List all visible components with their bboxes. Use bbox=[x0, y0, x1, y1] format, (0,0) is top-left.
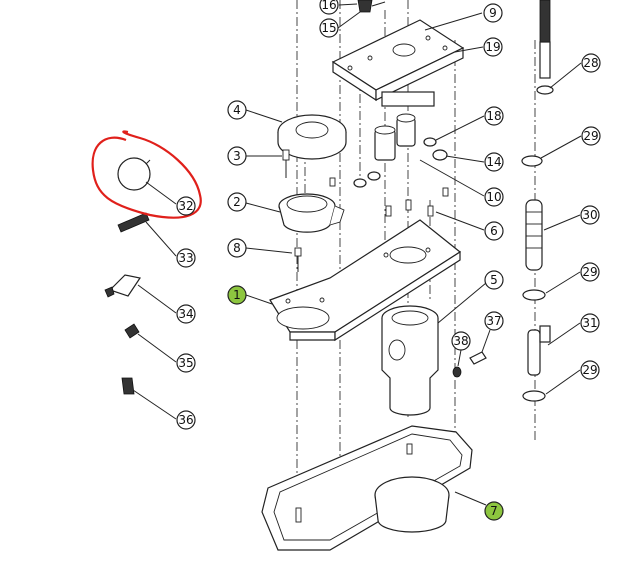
callout-35: 35 bbox=[176, 353, 196, 373]
spare-components bbox=[104, 157, 151, 395]
callout-label: 29 bbox=[582, 363, 597, 377]
callout-label: 19 bbox=[485, 40, 500, 54]
rod-and-hose bbox=[521, 0, 554, 402]
callout-label: 3 bbox=[233, 149, 241, 163]
callout-2: 2 bbox=[227, 192, 247, 212]
callout-label: 37 bbox=[486, 314, 501, 328]
callout-5: 5 bbox=[484, 270, 504, 290]
callout-36: 36 bbox=[176, 410, 196, 430]
callout-31: 31 bbox=[580, 313, 600, 333]
red-highlight-marker bbox=[91, 130, 202, 219]
cylinder-housing bbox=[381, 305, 439, 416]
callout-label: 32 bbox=[178, 199, 193, 213]
callout-28: 28 bbox=[581, 53, 601, 73]
base-mounting-plate bbox=[269, 219, 462, 342]
top-fitting bbox=[357, 0, 386, 13]
top-bracket-plate bbox=[331, 19, 465, 107]
callout-label: 14 bbox=[486, 155, 501, 169]
ring-gasket bbox=[277, 114, 347, 160]
callout-37: 37 bbox=[484, 311, 504, 331]
callout-30: 30 bbox=[580, 205, 600, 225]
callout-label: 29 bbox=[582, 265, 597, 279]
callout-label: 35 bbox=[178, 356, 193, 370]
leader-lines bbox=[132, 3, 582, 506]
bowl-housing bbox=[278, 193, 345, 233]
callout-7: 7 bbox=[484, 501, 504, 521]
callout-8: 8 bbox=[227, 238, 247, 258]
callout-33: 33 bbox=[176, 248, 196, 268]
long-screw bbox=[294, 247, 302, 272]
fasteners bbox=[329, 171, 449, 217]
callout-label: 4 bbox=[233, 103, 241, 117]
callout-14: 14 bbox=[484, 152, 504, 172]
callout-label: 34 bbox=[178, 307, 193, 321]
motor-assembly bbox=[374, 113, 448, 161]
callout-label: 2 bbox=[233, 195, 241, 209]
callout-label: 38 bbox=[453, 334, 468, 348]
small-bolts bbox=[452, 351, 487, 378]
callout-10: 10 bbox=[484, 187, 504, 207]
callout-4: 4 bbox=[227, 100, 247, 120]
callout-label: 8 bbox=[233, 241, 241, 255]
screw bbox=[282, 149, 290, 178]
callout-29-top: 29 bbox=[581, 126, 601, 146]
callout-3: 3 bbox=[227, 146, 247, 166]
callout-label: 31 bbox=[582, 316, 597, 330]
callout-38: 38 bbox=[451, 331, 471, 351]
callout-16: 16 bbox=[319, 0, 339, 15]
callout-29-middle: 29 bbox=[580, 262, 600, 282]
callout-9: 9 bbox=[483, 3, 503, 23]
callout-15: 15 bbox=[319, 18, 339, 38]
callout-label: 29 bbox=[583, 129, 598, 143]
callout-label: 9 bbox=[489, 6, 497, 20]
callout-29-bottom: 29 bbox=[580, 360, 600, 380]
callout-label: 6 bbox=[490, 224, 498, 238]
callout-label: 36 bbox=[178, 413, 193, 427]
base-tray bbox=[261, 425, 473, 551]
callout-label: 15 bbox=[321, 21, 336, 35]
callout-label: 7 bbox=[490, 504, 498, 518]
callout-32: 32 bbox=[176, 196, 196, 216]
callout-label: 18 bbox=[486, 109, 501, 123]
callout-18: 18 bbox=[484, 106, 504, 126]
callout-label: 16 bbox=[321, 0, 336, 12]
callout-label: 30 bbox=[582, 208, 597, 222]
callout-label: 33 bbox=[178, 251, 193, 265]
callout-label: 28 bbox=[583, 56, 598, 70]
callout-1: 1 bbox=[227, 285, 247, 305]
callout-6: 6 bbox=[484, 221, 504, 241]
callout-label: 5 bbox=[490, 273, 498, 287]
callout-label: 1 bbox=[233, 288, 241, 302]
callout-34: 34 bbox=[176, 304, 196, 324]
callout-19: 19 bbox=[483, 37, 503, 57]
callout-label: 10 bbox=[486, 190, 501, 204]
